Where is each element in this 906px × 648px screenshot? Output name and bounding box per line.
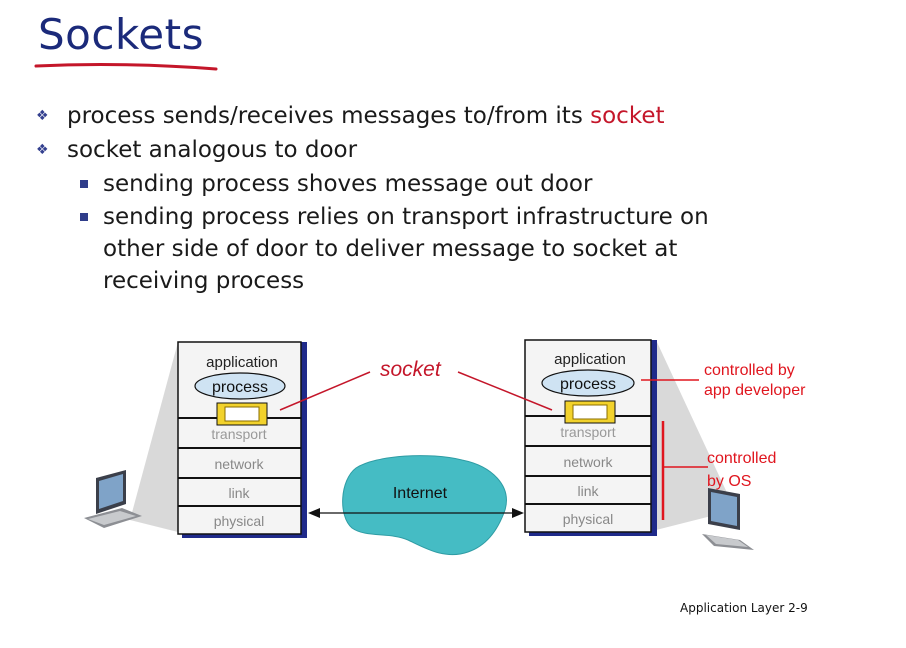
left-layer-application: application [206, 354, 278, 371]
left-layer-transport: transport [211, 426, 266, 442]
internet-label: Internet [393, 485, 448, 502]
slide-title: Sockets [38, 10, 204, 59]
socket-pointer-left [279, 371, 371, 411]
right-process-oval [541, 369, 635, 397]
sub-bullet-text: sending process relies on transport infr… [103, 204, 709, 294]
annotation-app-line1: controlled by [704, 362, 795, 379]
socket-icon [216, 402, 268, 426]
annotation-os-line2: by OS [707, 473, 751, 490]
bullet-text: socket analogous to door [67, 137, 358, 163]
physical-link-arrow [308, 508, 524, 518]
left-process-oval [194, 372, 286, 400]
square-bullet-icon [80, 213, 88, 221]
sub-bullet-item-2: sending process relies on transport infr… [36, 201, 743, 297]
left-layer-link: link [228, 485, 250, 501]
slide-footer: Application Layer 2-9 [680, 601, 808, 615]
computer-icon [84, 470, 142, 528]
socket-icon [564, 400, 616, 424]
left-protocol-stack: application process transport network li… [177, 341, 307, 538]
sub-bullet-item-1: sending process shoves message out door [36, 168, 856, 200]
bullet-highlight-text: socket [590, 103, 665, 129]
right-host-cone [656, 340, 735, 530]
socket-label: socket [380, 358, 442, 381]
left-layer-process: process [212, 379, 268, 396]
right-layer-physical: physical [563, 511, 614, 527]
right-layer-application: application [554, 351, 626, 368]
socket-pointer-right [457, 371, 553, 411]
computer-icon [702, 488, 754, 550]
right-layer-process: process [560, 376, 616, 393]
bullet-item-1: ❖ process sends/receives messages to/fro… [36, 100, 856, 133]
diamond-bullet-icon: ❖ [36, 142, 49, 158]
diamond-bullet-icon: ❖ [36, 108, 49, 124]
sub-bullet-text: sending process shoves message out door [103, 171, 593, 197]
square-bullet-icon [80, 180, 88, 188]
left-host-cone [130, 342, 178, 532]
bullet-list: ❖ process sends/receives messages to/fro… [36, 100, 856, 298]
right-layer-link: link [577, 483, 599, 499]
left-layer-network: network [214, 456, 264, 472]
left-layer-physical: physical [214, 513, 265, 529]
bullet-text: process sends/receives messages to/from … [67, 103, 591, 129]
annotation-app-line2: app developer [704, 382, 806, 399]
right-layer-network: network [563, 454, 613, 470]
title-underline [34, 63, 218, 71]
cloud-icon [342, 455, 507, 556]
right-protocol-stack: application process transport network li… [524, 339, 657, 536]
right-layer-transport: transport [560, 424, 615, 440]
bullet-item-2: ❖ socket analogous to door [36, 134, 856, 167]
annotation-os-line1: controlled [707, 450, 776, 467]
